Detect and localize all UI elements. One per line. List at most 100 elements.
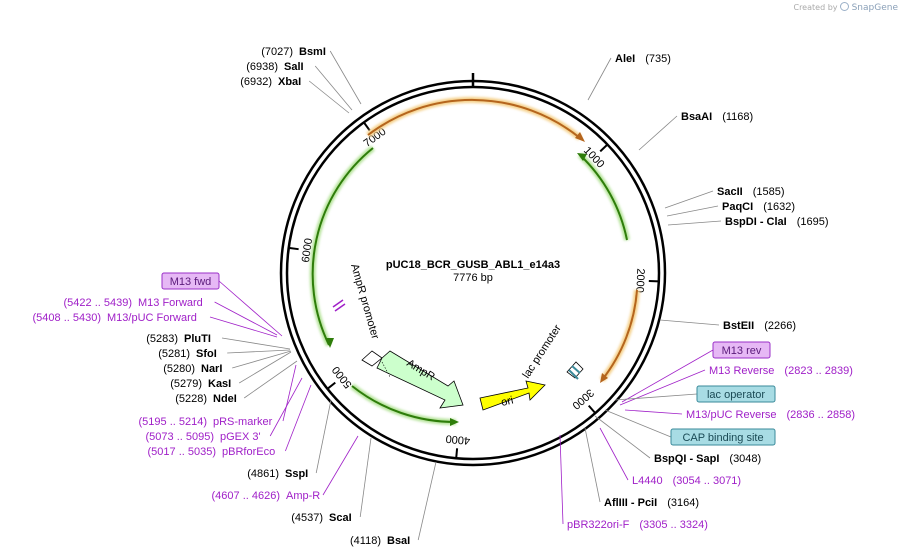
enzyme-site-pluti[interactable]: (5283)PluTI <box>146 333 211 345</box>
enzyme-site-scai[interactable]: (4537) ScaI <box>291 512 351 524</box>
enzyme-name: SalI <box>284 61 304 73</box>
enzyme-site-bsaai[interactable]: BsaAI(1168) <box>681 111 753 123</box>
enzyme-site-sspi[interactable]: (4861)SspI <box>247 468 308 480</box>
enzyme-site-sfoi[interactable]: (5281)SfoI <box>158 348 217 360</box>
feature-pbr322ori-f[interactable]: pBR322ori-F(3305 .. 3324) <box>567 519 708 531</box>
enzyme-site-nari[interactable]: (5280) NarI <box>163 363 222 375</box>
feature-pbrforeco[interactable]: (5017 .. 5035)pBRforEco <box>148 446 276 458</box>
enzyme-position: (1632) <box>763 201 795 213</box>
right-orange-arrow <box>601 289 638 381</box>
enzyme-name: NarI <box>201 363 222 375</box>
watermark-brand: SnapGene <box>851 3 898 13</box>
enzyme-position: (3164) <box>667 497 699 509</box>
enzyme-leader-line <box>329 50 362 105</box>
enzyme-leader-line <box>417 461 437 541</box>
feature-pgex-3[interactable]: (5073 .. 5095)pGEX 3' <box>146 431 261 443</box>
leader-lines <box>209 50 722 541</box>
enzyme-position: (5280) <box>163 363 195 375</box>
enzyme-leader-line <box>638 115 678 151</box>
feature-name: pBR322ori-F <box>567 519 630 531</box>
tick-mark <box>363 121 371 132</box>
feature-m13-reverse[interactable]: M13 Reverse(2823 .. 2839) <box>709 365 853 377</box>
enzyme-leader-line <box>314 65 353 111</box>
enzyme-position: (5279) <box>170 378 202 390</box>
enzyme-name: SacII <box>717 186 743 198</box>
feature-l4440[interactable]: L4440 (3054 .. 3071) <box>632 475 741 487</box>
enzyme-position: (4537) <box>291 512 323 524</box>
enzyme-position: (2266) <box>764 320 796 332</box>
box-label: M13 fwd <box>170 276 212 288</box>
box-lac-operator[interactable]: lac operator <box>696 385 776 403</box>
enzyme-name: XbaI <box>278 76 301 88</box>
tick-label: 3000 <box>570 386 596 411</box>
enzyme-site-bspqi-sapi[interactable]: BspQI - SapI(3048) <box>654 453 761 465</box>
enzyme-site-bsteii[interactable]: BstEII(2266) <box>723 320 796 332</box>
enzyme-position: (6932) <box>240 76 272 88</box>
feature-range: (4607 .. 4626) <box>212 490 281 502</box>
enzyme-position: (4861) <box>247 468 279 480</box>
enzyme-position: (6938) <box>246 61 278 73</box>
enzyme-position: (1168) <box>722 111 753 123</box>
box-leader-line <box>218 280 283 337</box>
enzyme-leader-line <box>232 350 292 369</box>
feature-amp-r[interactable]: (4607 .. 4626) Amp-R <box>212 490 321 502</box>
enzyme-site-kasi[interactable]: (5279)KasI <box>170 378 231 390</box>
feature-m13-forward[interactable]: (5422 .. 5439)M13 Forward <box>64 297 203 309</box>
feature-leader-line <box>285 384 312 452</box>
enzyme-site-afliii-pcii[interactable]: AflIII - PciI (3164) <box>604 497 699 509</box>
enzyme-name: PaqCI <box>722 201 753 213</box>
enzyme-name: ScaI <box>329 512 352 524</box>
box-frame <box>161 272 220 290</box>
tick-mark <box>587 404 597 414</box>
box-m13-fwd[interactable]: M13 fwd <box>161 272 220 290</box>
ori-label: ori <box>500 394 515 408</box>
tick-label: 5000 <box>330 364 355 391</box>
enzyme-name: AflIII - PciI <box>604 497 657 509</box>
watermark-prefix: Created by <box>793 3 838 12</box>
feature-range: (2836 .. 2858) <box>786 409 855 421</box>
right-green-arrow-glow <box>577 152 630 241</box>
enzyme-position: (4118) <box>350 535 381 547</box>
enzyme-site-xbai[interactable]: (6932) XbaI <box>240 76 301 88</box>
enzyme-leader-line <box>667 220 722 226</box>
feature-m13-puc-reverse[interactable]: M13/pUC Reverse(2836 .. 2858) <box>686 409 855 421</box>
enzyme-name: BspQI - SapI <box>654 453 719 465</box>
enzyme-site-sacii[interactable]: SacII(1585) <box>717 186 784 198</box>
ampr-arrow <box>376 350 464 409</box>
right-orange-arrowhead <box>600 373 608 383</box>
enzyme-position: (5281) <box>158 348 190 360</box>
feature-leader-line <box>559 434 564 525</box>
box-label: CAP binding site <box>682 432 763 444</box>
box-cap-binding-site[interactable]: CAP binding site <box>670 428 776 446</box>
feature-leader-line <box>599 427 629 481</box>
enzyme-site-ndei[interactable]: (5228)NdeI <box>175 393 237 405</box>
lac-promoter-label: lac promoter <box>520 323 564 381</box>
enzyme-site-sali[interactable]: (6938) SalI <box>246 61 303 73</box>
plasmid-name: pUC18_BCR_GUSB_ABL1_e14a3 <box>386 259 560 271</box>
enzyme-leader-line <box>659 319 720 326</box>
enzyme-name: PluTI <box>184 333 211 345</box>
enzyme-leader-line <box>587 57 612 101</box>
enzyme-leader-line <box>308 80 350 114</box>
tick-mark <box>326 381 336 390</box>
feature-name: Amp-R <box>286 490 320 502</box>
feature-prs-marker[interactable]: (5195 .. 5214)pRS-marker <box>139 416 273 428</box>
feature-range: (3054 .. 3071) <box>673 475 742 487</box>
enzyme-site-bspdi-clai[interactable]: BspDI - ClaI(1695) <box>725 216 829 228</box>
enzyme-leader-line <box>221 337 291 350</box>
enzyme-name: AleI <box>615 53 635 65</box>
feature-name: L4440 <box>632 475 663 487</box>
feature-name: pRS-marker <box>213 416 273 428</box>
enzyme-leader-line <box>238 351 292 384</box>
enzyme-site-bsai[interactable]: (4118)BsaI <box>350 535 410 547</box>
lac-operator-mark <box>568 369 579 380</box>
bottom-green-arrowhead <box>450 418 459 426</box>
right-orange-arrow-glow <box>599 289 640 382</box>
lac-promoter-arrow <box>566 361 584 379</box>
box-m13-rev[interactable]: M13 rev <box>712 341 771 359</box>
watermark: Created by SnapGene <box>793 2 898 13</box>
enzyme-site-alei[interactable]: AleI(735) <box>615 53 671 65</box>
feature-m13-puc-forward[interactable]: (5408 .. 5430)M13/pUC Forward <box>33 312 197 324</box>
enzyme-site-paqci[interactable]: PaqCI (1632) <box>722 201 795 213</box>
enzyme-site-bsmi[interactable]: (7027)BsmI <box>261 46 326 58</box>
